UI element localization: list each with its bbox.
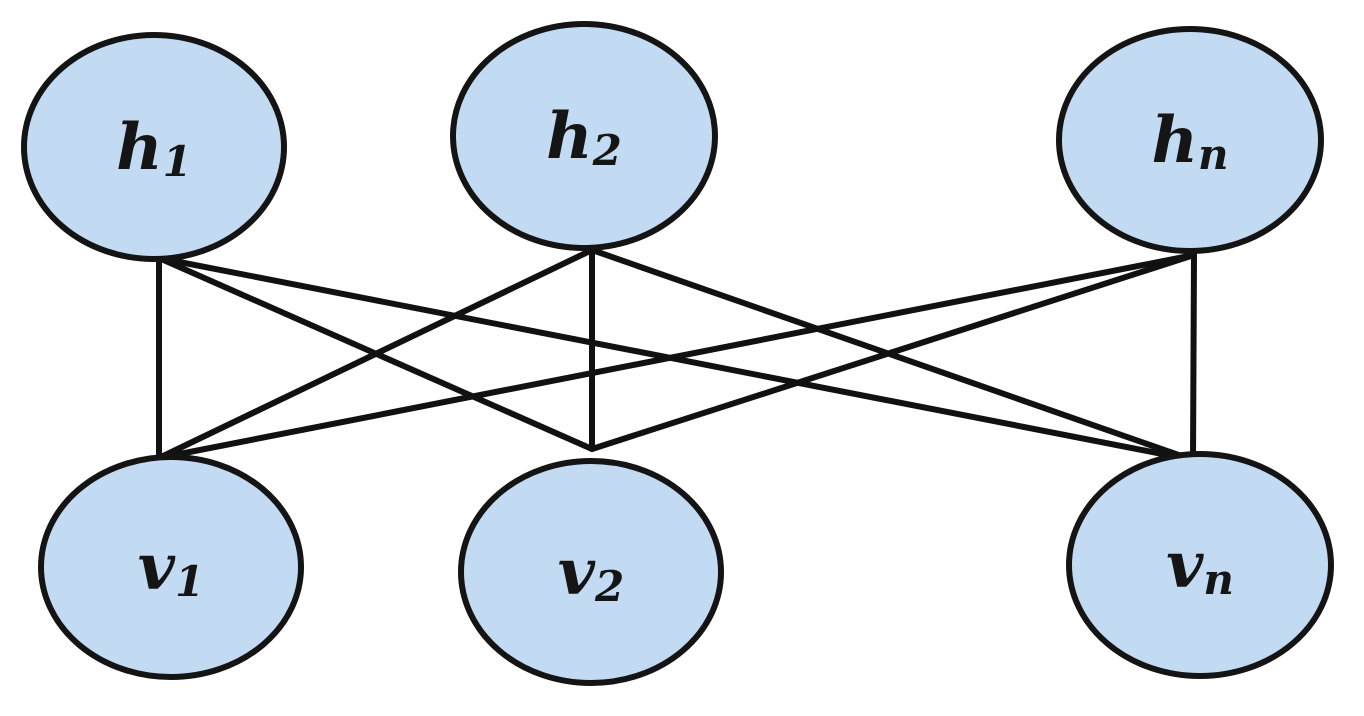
edge-h2-v1 xyxy=(156,247,595,461)
node-vn-label-sub: n xyxy=(1203,555,1234,604)
edges-layer xyxy=(156,247,1197,463)
node-hn-label-base: h xyxy=(1151,103,1198,178)
node-v1-label: v1 xyxy=(138,530,204,606)
node-h2-shape xyxy=(450,21,718,251)
node-hn: hn xyxy=(1056,26,1324,254)
node-vn-shape xyxy=(1066,451,1334,679)
node-v2-label-base: v xyxy=(558,535,596,610)
node-h2-label-sub: 2 xyxy=(592,126,622,175)
node-v2: v2 xyxy=(458,458,724,686)
node-vn-label-base: v xyxy=(1166,528,1204,603)
node-h1-label-base: h xyxy=(116,110,163,185)
node-h1-shape xyxy=(21,32,287,262)
node-h2-label: h2 xyxy=(546,99,622,175)
node-h1-label-sub: 1 xyxy=(163,137,192,186)
node-vn: vn xyxy=(1066,451,1334,679)
node-hn-label: hn xyxy=(1151,103,1228,179)
node-v1-label-sub: 1 xyxy=(175,557,204,606)
node-v2-label: v2 xyxy=(558,535,624,611)
node-h2: h2 xyxy=(450,21,718,251)
node-h1-label: h1 xyxy=(116,110,192,186)
edge-hn-v2 xyxy=(589,252,1197,452)
edge-hn-v1 xyxy=(156,252,1197,461)
node-h1: h1 xyxy=(21,32,287,262)
node-vn-label: vn xyxy=(1166,528,1234,604)
node-v1-label-base: v xyxy=(138,530,176,605)
node-hn-shape xyxy=(1056,26,1324,254)
node-v2-label-sub: 2 xyxy=(594,562,624,611)
node-h2-label-base: h xyxy=(546,99,593,174)
node-v1-shape xyxy=(38,454,304,680)
edge-hn-vn xyxy=(1190,252,1197,463)
node-v2-shape xyxy=(458,458,724,686)
node-hn-label-sub: n xyxy=(1198,130,1229,179)
node-v1: v1 xyxy=(38,454,304,680)
